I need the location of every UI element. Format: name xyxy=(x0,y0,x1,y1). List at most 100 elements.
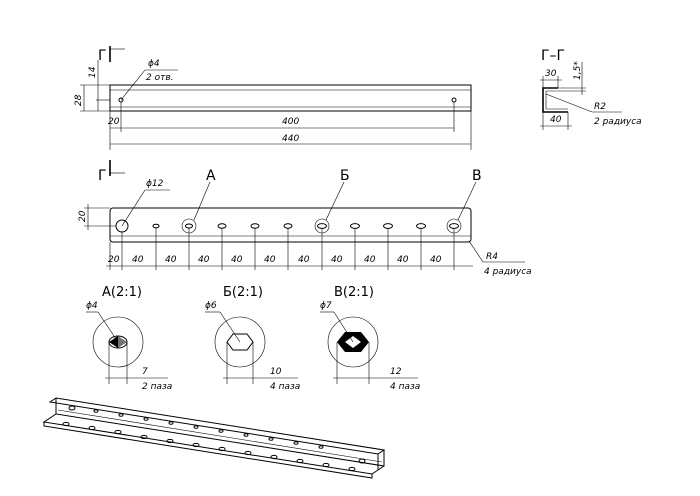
pitch-label: 20 xyxy=(108,255,120,265)
section-radius: R2 xyxy=(594,102,606,112)
slot xyxy=(185,223,193,229)
section-mark-top: Г xyxy=(98,48,107,64)
detail-a-width: 7 xyxy=(142,367,148,377)
pitch-label: 40 xyxy=(298,255,310,265)
detail-v-note: 4 паза xyxy=(390,382,420,392)
iso-hole xyxy=(93,409,99,413)
pitch-label: 40 xyxy=(132,255,144,265)
mark-v: В xyxy=(472,168,482,184)
iso-hole xyxy=(268,437,274,441)
dim-28-label: 28 xyxy=(74,94,84,106)
section-mark-bottom: Г xyxy=(98,168,107,184)
iso-hole xyxy=(270,454,278,460)
detail-v-dia: ϕ7 xyxy=(320,301,332,311)
iso-top-flange xyxy=(48,397,386,455)
front-view-strip xyxy=(109,207,472,243)
dim-20-label: 20 xyxy=(108,117,120,127)
dim-14-label: 14 xyxy=(88,66,98,78)
section-view: Г–Г 30 1,5* R2 2 радиуса 40 xyxy=(540,48,642,130)
iso-hole xyxy=(118,413,124,417)
section-profile-inner xyxy=(545,90,568,110)
detail-b-dia: ϕ6 xyxy=(205,301,217,311)
dim-400-label: 400 xyxy=(282,117,299,127)
pitch-label: 40 xyxy=(231,255,243,265)
front-view: Г ϕ12 А Б В xyxy=(78,160,532,277)
detail-v-title: В(2:1) xyxy=(334,285,374,300)
mark-a: А xyxy=(206,168,216,184)
detail-v-circle xyxy=(327,316,379,368)
hole-leader xyxy=(121,189,146,227)
section-dim-30: 30 xyxy=(545,69,557,79)
iso-hole xyxy=(114,429,122,435)
iso-hole xyxy=(322,462,330,468)
top-view: Г ϕ4 2 отв. 28 14 20 400 440 xyxy=(74,46,472,150)
detail-v: В(2:1) ϕ7 12 4 паза xyxy=(320,285,420,392)
slot xyxy=(152,223,160,229)
iso-hole xyxy=(218,446,226,452)
detail-a-circle xyxy=(92,316,144,368)
iso-hole xyxy=(143,417,149,421)
iso-hole xyxy=(218,429,224,433)
iso-hole xyxy=(62,421,70,427)
slot xyxy=(283,223,293,229)
pitch-label: 40 xyxy=(165,255,177,265)
top-hole-right xyxy=(451,97,457,103)
dim-440-label: 440 xyxy=(282,134,299,144)
detail-a-slot-fill xyxy=(109,336,118,348)
pitch-label: 40 xyxy=(264,255,276,265)
detail-b-leader xyxy=(219,311,241,343)
iso-hole xyxy=(296,458,304,464)
section-title: Г–Г xyxy=(541,48,565,64)
pitch-label: 40 xyxy=(397,255,409,265)
detail-a-slot-fill xyxy=(118,336,127,348)
slot xyxy=(317,223,327,229)
front-hole-dia: ϕ12 xyxy=(146,179,164,189)
callout-leader-b xyxy=(325,181,345,221)
slot xyxy=(383,223,393,229)
iso-hole xyxy=(88,425,96,431)
detail-a-leader xyxy=(97,311,119,343)
iso-hole xyxy=(318,445,324,449)
section-profile-outer xyxy=(542,87,568,113)
slot xyxy=(250,223,260,229)
pitch-dimension-chain: 20 40 40 40 40 40 40 40 40 40 40 xyxy=(106,228,473,270)
pitch-label: 40 xyxy=(430,255,442,265)
iso-hole xyxy=(348,466,356,472)
iso-hole xyxy=(140,434,148,440)
hole-count-label: 2 отв. xyxy=(146,73,174,83)
detail-b-title: Б(2:1) xyxy=(223,285,263,300)
iso-hole xyxy=(68,405,76,411)
pitch-label: 40 xyxy=(331,255,343,265)
detail-v-leader xyxy=(333,311,354,343)
detail-a-note: 2 паза xyxy=(142,382,172,392)
callout-leader-v xyxy=(457,181,477,221)
slot-row xyxy=(152,223,459,229)
detail-b: Б(2:1) ϕ6 10 4 паза xyxy=(205,285,300,392)
front-dim-height: 20 xyxy=(78,210,88,222)
iso-bend-line xyxy=(57,409,383,463)
iso-flange-holes xyxy=(62,421,356,472)
front-radius-note: 4 радиуса xyxy=(484,267,532,277)
slot xyxy=(416,223,426,229)
top-view-strip xyxy=(109,84,472,112)
pitch-label: 40 xyxy=(198,255,210,265)
hole-leader-line xyxy=(120,69,146,101)
detail-a-title: А(2:1) xyxy=(102,285,142,300)
iso-bottom-edge xyxy=(43,422,373,479)
iso-hole xyxy=(293,441,299,445)
pitch-label: 40 xyxy=(364,255,376,265)
iso-web xyxy=(55,398,385,467)
iso-hole xyxy=(243,433,249,437)
callout-leader-a xyxy=(193,181,211,221)
section-dim-15: 1,5* xyxy=(573,61,583,80)
detail-b-width: 10 xyxy=(270,367,282,377)
detail-a-dia: ϕ4 xyxy=(86,301,98,311)
detail-a: А(2:1) ϕ4 7 2 паза xyxy=(86,285,172,392)
slot xyxy=(350,223,360,229)
iso-hole xyxy=(166,438,174,444)
iso-web-holes xyxy=(68,405,324,449)
front-radius: R4 xyxy=(486,252,498,262)
slot xyxy=(217,223,227,229)
section-radius-note: 2 радиуса xyxy=(594,117,642,127)
